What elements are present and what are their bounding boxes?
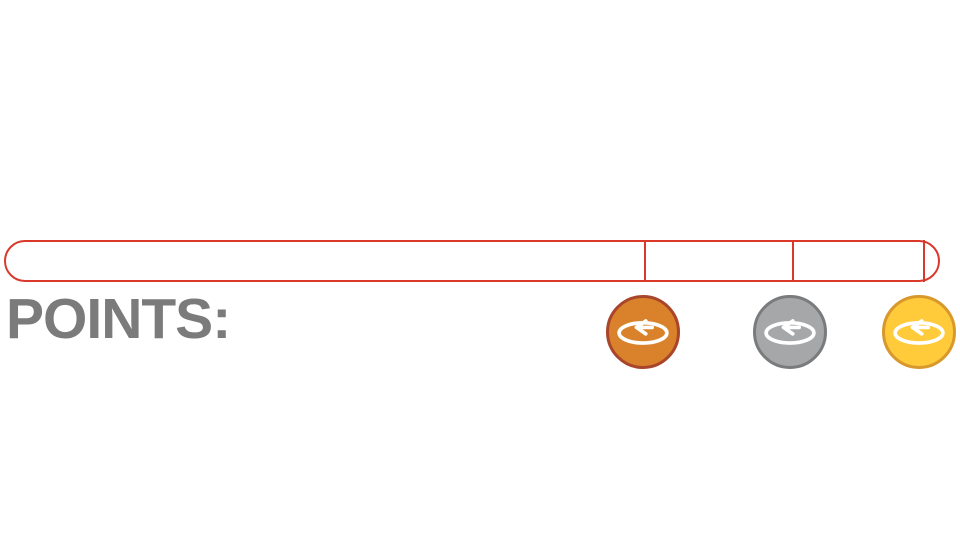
bronze-threshold-marker xyxy=(644,240,646,282)
silver-medal-button[interactable] xyxy=(753,295,827,369)
points-progress-bar xyxy=(4,240,940,282)
gold-threshold-marker xyxy=(923,240,925,282)
replay-arrow-icon xyxy=(617,319,669,345)
replay-arrow-icon xyxy=(893,319,945,345)
bronze-medal-button[interactable] xyxy=(606,295,680,369)
silver-threshold-marker xyxy=(792,240,794,282)
gold-medal-button[interactable] xyxy=(882,295,956,369)
replay-arrow-icon xyxy=(764,319,816,345)
points-label: POINTS: xyxy=(6,287,231,351)
